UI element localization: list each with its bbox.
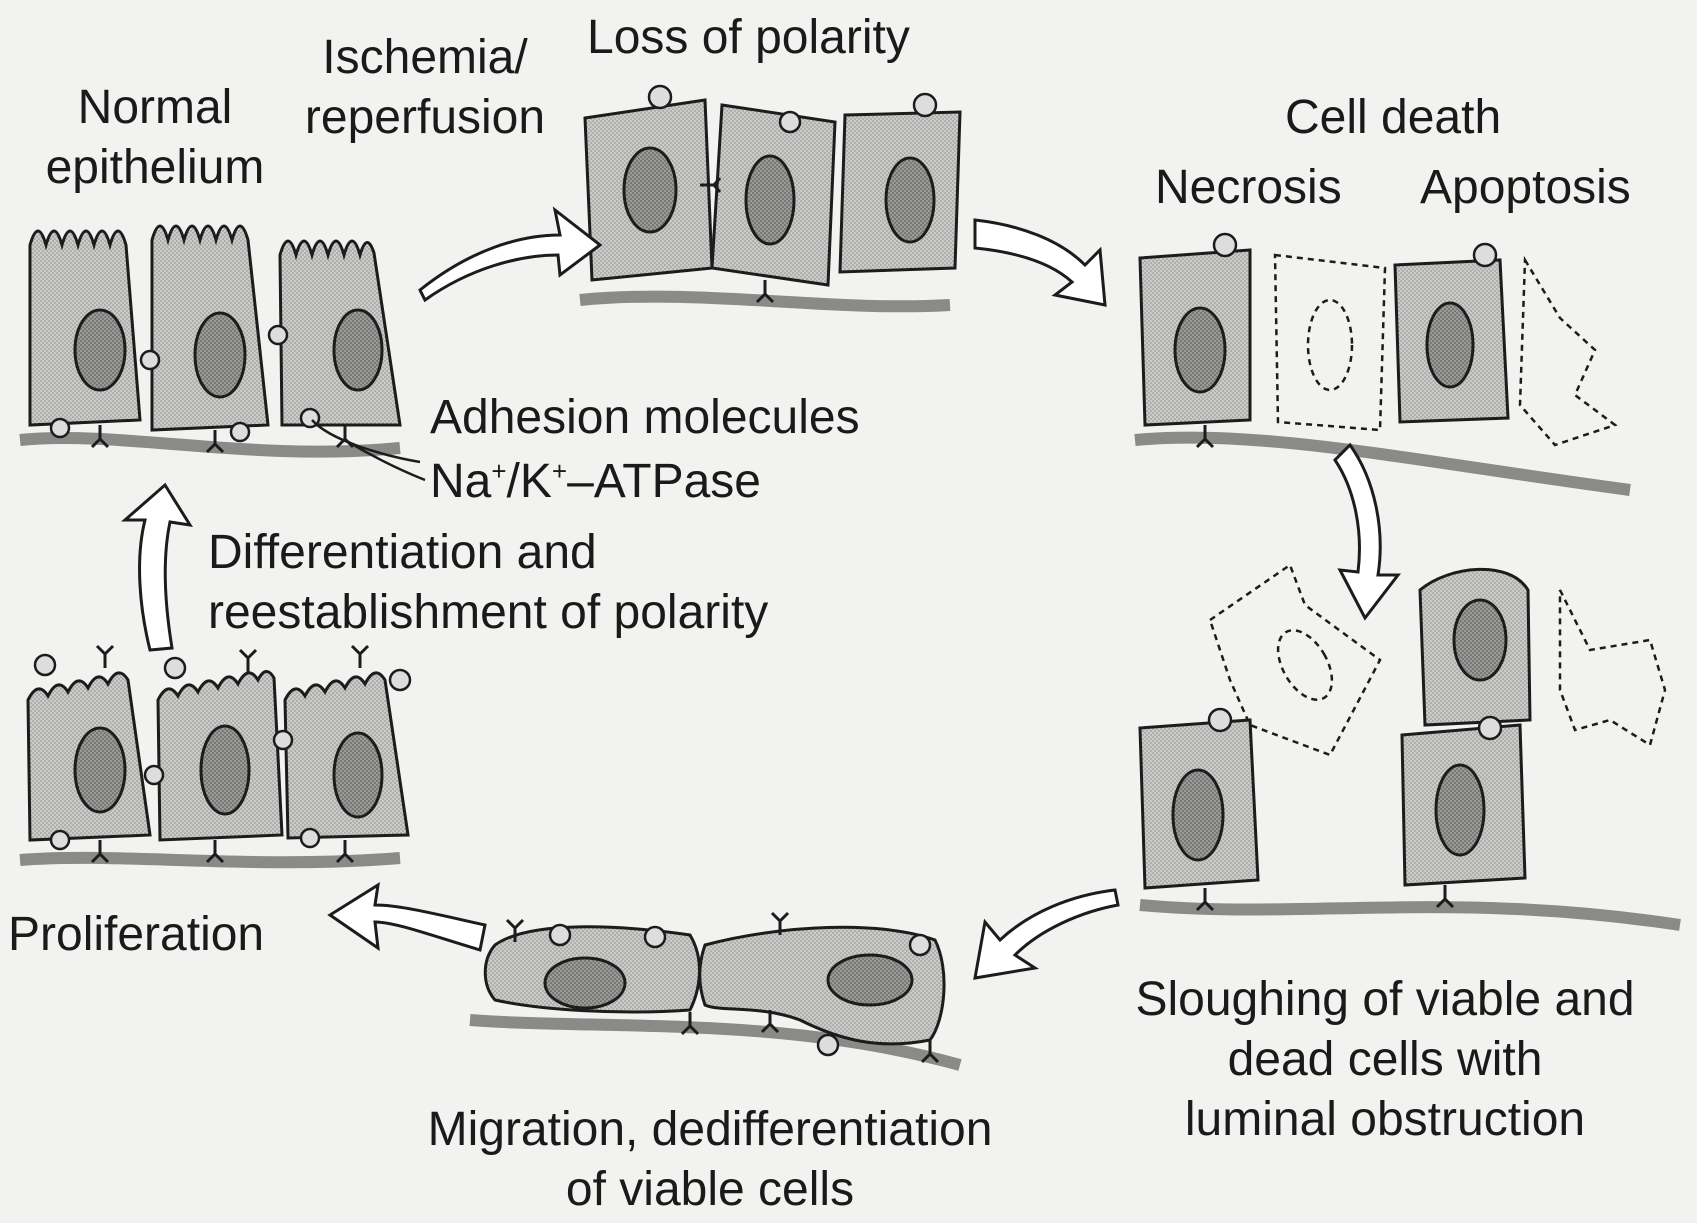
migration-label: Migration, dedifferentiation of viable c… <box>370 1100 1050 1220</box>
loss-of-polarity-group <box>580 86 960 306</box>
nucleus <box>1427 303 1473 387</box>
apoptotic-cell <box>1520 260 1615 445</box>
loss-of-polarity-label: Loss of polarity <box>587 8 910 68</box>
plus-sup-2: + <box>552 456 567 486</box>
ischemia-line-2: reperfusion <box>290 88 560 148</box>
migration-line-2: of viable cells <box>370 1160 1050 1220</box>
arrow-to-migration <box>975 890 1118 978</box>
normal-epithelium-label: Normal epithelium <box>30 78 280 198</box>
nucleus <box>1308 300 1352 390</box>
junction <box>141 351 159 369</box>
adhesion-molecule <box>645 927 665 947</box>
ischemia-line-1: Ischemia/ <box>290 28 560 88</box>
nucleus <box>1436 765 1484 855</box>
adhesion-molecule <box>51 831 69 849</box>
nucleus <box>75 310 125 390</box>
sloughing-line-3: luminal obstruction <box>1080 1090 1690 1150</box>
nucleus <box>1267 621 1343 709</box>
differentiation-label: Differentiation and reestablishment of p… <box>208 523 768 643</box>
nucleus <box>75 728 125 812</box>
atpase-text: –ATPase <box>567 455 761 508</box>
nucleus <box>334 310 382 390</box>
apoptosis-label: Apoptosis <box>1420 158 1631 218</box>
nucleus <box>1454 600 1506 680</box>
sloughing-line-1: Sloughing of viable and <box>1080 970 1690 1030</box>
apoptotic-cell <box>1560 590 1665 745</box>
nucleus <box>1173 770 1223 860</box>
adhesion-molecule <box>1479 717 1501 739</box>
k-text: /K <box>507 455 552 508</box>
adhesion-molecule <box>35 655 55 675</box>
normal-epithelium-line-1: Normal <box>30 78 280 138</box>
ischemia-reperfusion-label: Ischemia/ reperfusion <box>290 28 560 148</box>
nucleus <box>334 733 382 817</box>
adhesion-molecule <box>649 86 671 108</box>
adhesion-molecule <box>231 423 249 441</box>
nucleus <box>201 726 249 814</box>
junction <box>274 731 292 749</box>
adhesion-molecule <box>818 1035 838 1055</box>
arrow-ischemia <box>420 210 600 300</box>
adhesion-molecules-label: Adhesion molecules <box>430 388 860 448</box>
necrotic-cell <box>1275 255 1385 430</box>
migration-line-1: Migration, dedifferentiation <box>370 1100 1050 1160</box>
adhesion-molecule <box>1474 244 1496 266</box>
arrow-to-sloughing <box>1335 445 1398 618</box>
nucleus <box>545 958 625 1008</box>
cell-death-label: Cell death <box>1285 88 1501 148</box>
nucleus <box>886 158 934 242</box>
adhesion-molecule <box>390 670 410 690</box>
proliferation-group <box>20 646 410 862</box>
proliferation-label: Proliferation <box>8 905 264 965</box>
nucleus <box>1175 308 1225 392</box>
adhesion-molecule <box>1214 234 1236 256</box>
arrow-to-normal <box>125 485 190 650</box>
junction <box>269 326 287 344</box>
basement-membrane <box>580 297 950 307</box>
normal-epithelium-line-2: epithelium <box>30 138 280 198</box>
differentiation-line-2: reestablishment of polarity <box>208 583 768 643</box>
junction <box>145 766 163 784</box>
arrow-to-proliferation <box>330 885 485 950</box>
nucleus <box>195 313 245 397</box>
na-text: Na <box>430 455 491 508</box>
adhesion-molecule <box>165 658 185 678</box>
adhesion-molecule <box>780 112 800 132</box>
necrosis-label: Necrosis <box>1155 158 1342 218</box>
sloughing-group <box>1140 565 1680 925</box>
adhesion-molecule <box>301 829 319 847</box>
adhesion-molecule <box>914 94 936 116</box>
basement-membrane <box>1140 905 1680 925</box>
nucleus <box>746 156 794 244</box>
sloughing-line-2: dead cells with <box>1080 1030 1690 1090</box>
arrow-to-cell-death <box>975 220 1105 305</box>
migration-group <box>470 913 960 1065</box>
na-k-atpase-label: Na+/K+–ATPase <box>430 452 761 512</box>
adhesion-molecule <box>910 935 930 955</box>
nucleus <box>828 955 912 1005</box>
adhesion-molecule <box>550 925 570 945</box>
adhesion-molecule <box>51 419 69 437</box>
sloughing-label: Sloughing of viable and dead cells with … <box>1080 970 1690 1150</box>
nucleus <box>624 148 676 232</box>
cell-death-group <box>1135 234 1630 490</box>
differentiation-line-1: Differentiation and <box>208 523 768 583</box>
normal-epithelium-group <box>20 226 425 480</box>
adhesion-molecule <box>1209 709 1231 731</box>
plus-sup-1: + <box>491 456 506 486</box>
